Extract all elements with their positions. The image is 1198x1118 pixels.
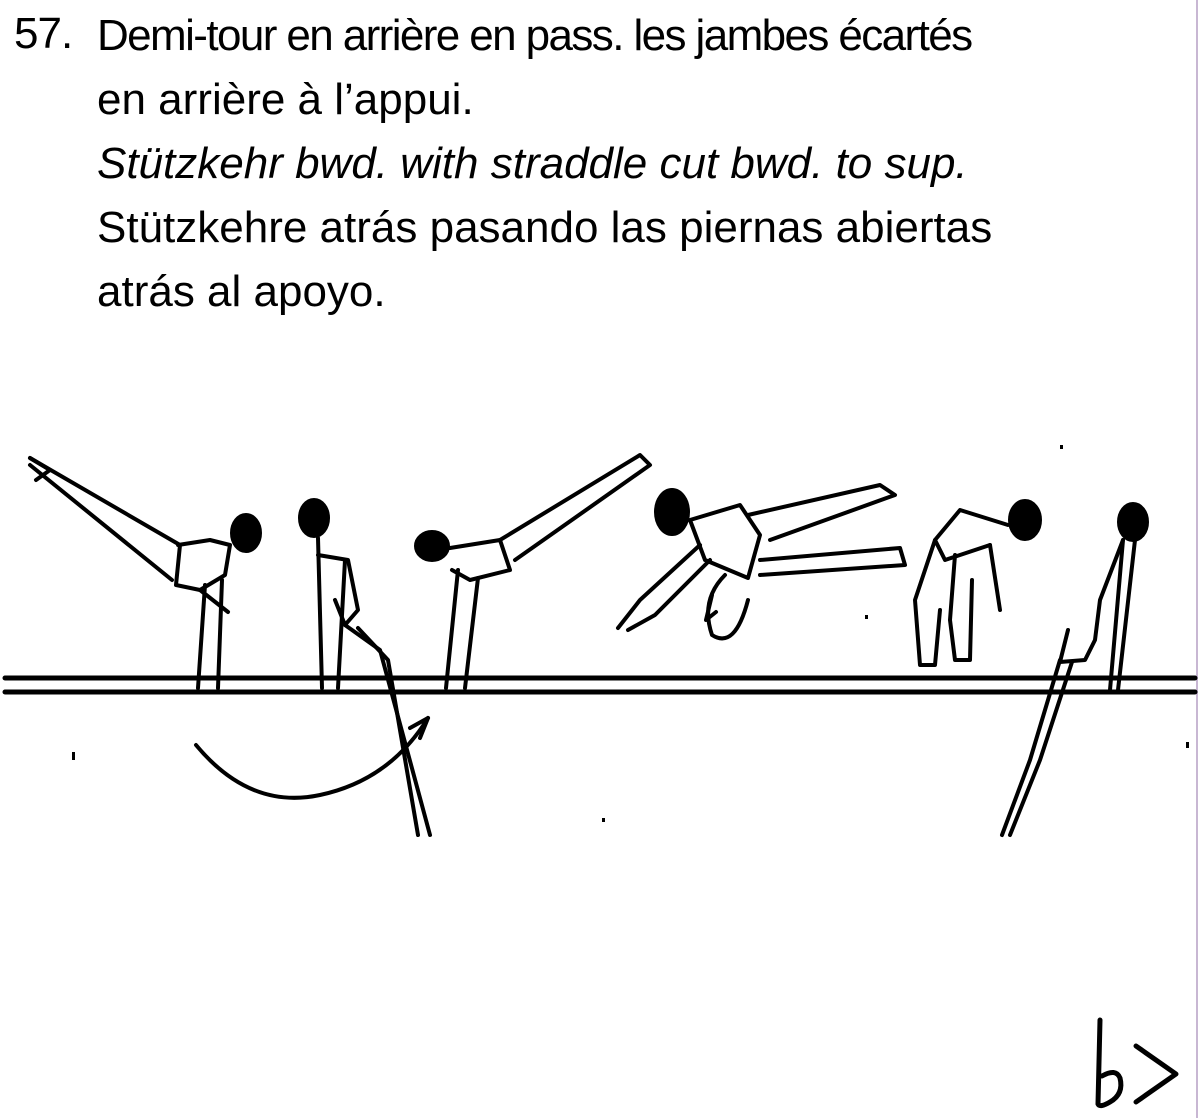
spanish-text-line-1: Stützkehre atrás pasando las piernas abi…: [97, 203, 993, 252]
parallel-bar-icon: [2, 675, 1198, 695]
french-text-line-1: Demi-tour en arrière en pass. les jambes…: [97, 11, 973, 60]
gymnast-figure-6: [1000, 502, 1149, 837]
scan-specks: [72, 445, 1189, 822]
gymnast-figure-5: [913, 499, 1042, 667]
element-number: 57.: [14, 9, 73, 58]
gymnast-figure-2: [298, 498, 432, 837]
swing-arrow-icon: [194, 716, 430, 800]
element-description: Demi-tour en arrière en pass. les jambes…: [97, 4, 1197, 324]
spanish-text-line-2: atrás al apoyo.: [97, 267, 386, 316]
gymnast-figure-3: [414, 453, 652, 690]
french-text-line-2: en arrière à l’appui.: [97, 75, 474, 124]
gymnast-sequence-icon: [2, 445, 1198, 837]
english-text-line: Stützkehr bwd. with straddle cut bwd. to…: [97, 139, 968, 188]
gymnast-figure-4: [616, 483, 907, 641]
page-border: [1196, 0, 1198, 1118]
value-mark-b-icon: b>: [1095, 1017, 1179, 1109]
gymnast-figure-1: [28, 456, 262, 690]
